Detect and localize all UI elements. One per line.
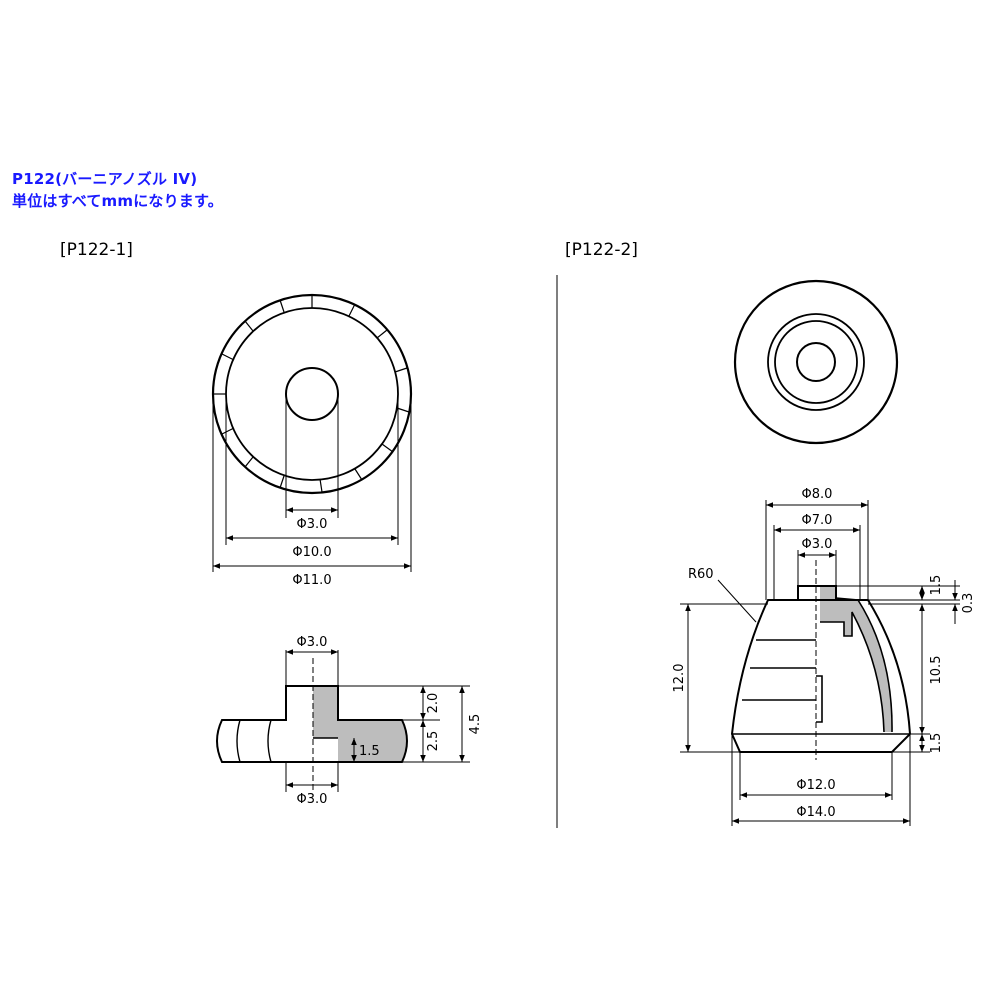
dim-p122-2-phi12: Φ12.0 [796,778,835,793]
dim-p122-2-step: 0.3 [961,593,976,614]
dim-p122-2-tip-height: 1.5 [929,575,944,596]
dim-p122-1-flange: 1.5 [359,744,380,759]
dim-p122-2-phi7: Φ7.0 [802,513,833,528]
dim-p122-1-hole: Φ3.0 [297,517,328,532]
p122-1-side-view [216,649,470,792]
header-units-note: 単位はすべてmmになります。 [12,192,223,210]
p122-1-top-view [211,293,413,572]
part-label-p122-2: [P122-2] [565,240,638,260]
p122-2-top-view [733,279,899,445]
dim-p122-1-side-bottom: Φ3.0 [297,792,328,807]
dim-p122-2-phi8: Φ8.0 [802,487,833,502]
dim-p122-1-h-2-0: 2.0 [426,693,441,714]
dim-p122-1-inner: Φ10.0 [292,545,331,560]
dim-p122-1-side-top: Φ3.0 [297,635,328,650]
part-label-p122-1: [P122-1] [60,240,133,260]
dim-p122-1-h-4-5: 4.5 [468,714,483,735]
dim-p122-2-radius: R60 [688,567,714,582]
dim-p122-2-body-height: 10.5 [929,656,944,685]
dim-p122-2-phi14: Φ14.0 [796,805,835,820]
header-title: P122(バーニアノズル IV) [12,170,198,188]
dim-p122-2-total-height: 12.0 [672,664,687,693]
dim-p122-1-outer: Φ11.0 [292,573,331,588]
p122-2-side-view [680,500,960,826]
dim-p122-2-phi3: Φ3.0 [802,537,833,552]
dim-p122-1-h-2-5: 2.5 [426,731,441,752]
dim-p122-2-base-height: 1.5 [929,733,944,754]
